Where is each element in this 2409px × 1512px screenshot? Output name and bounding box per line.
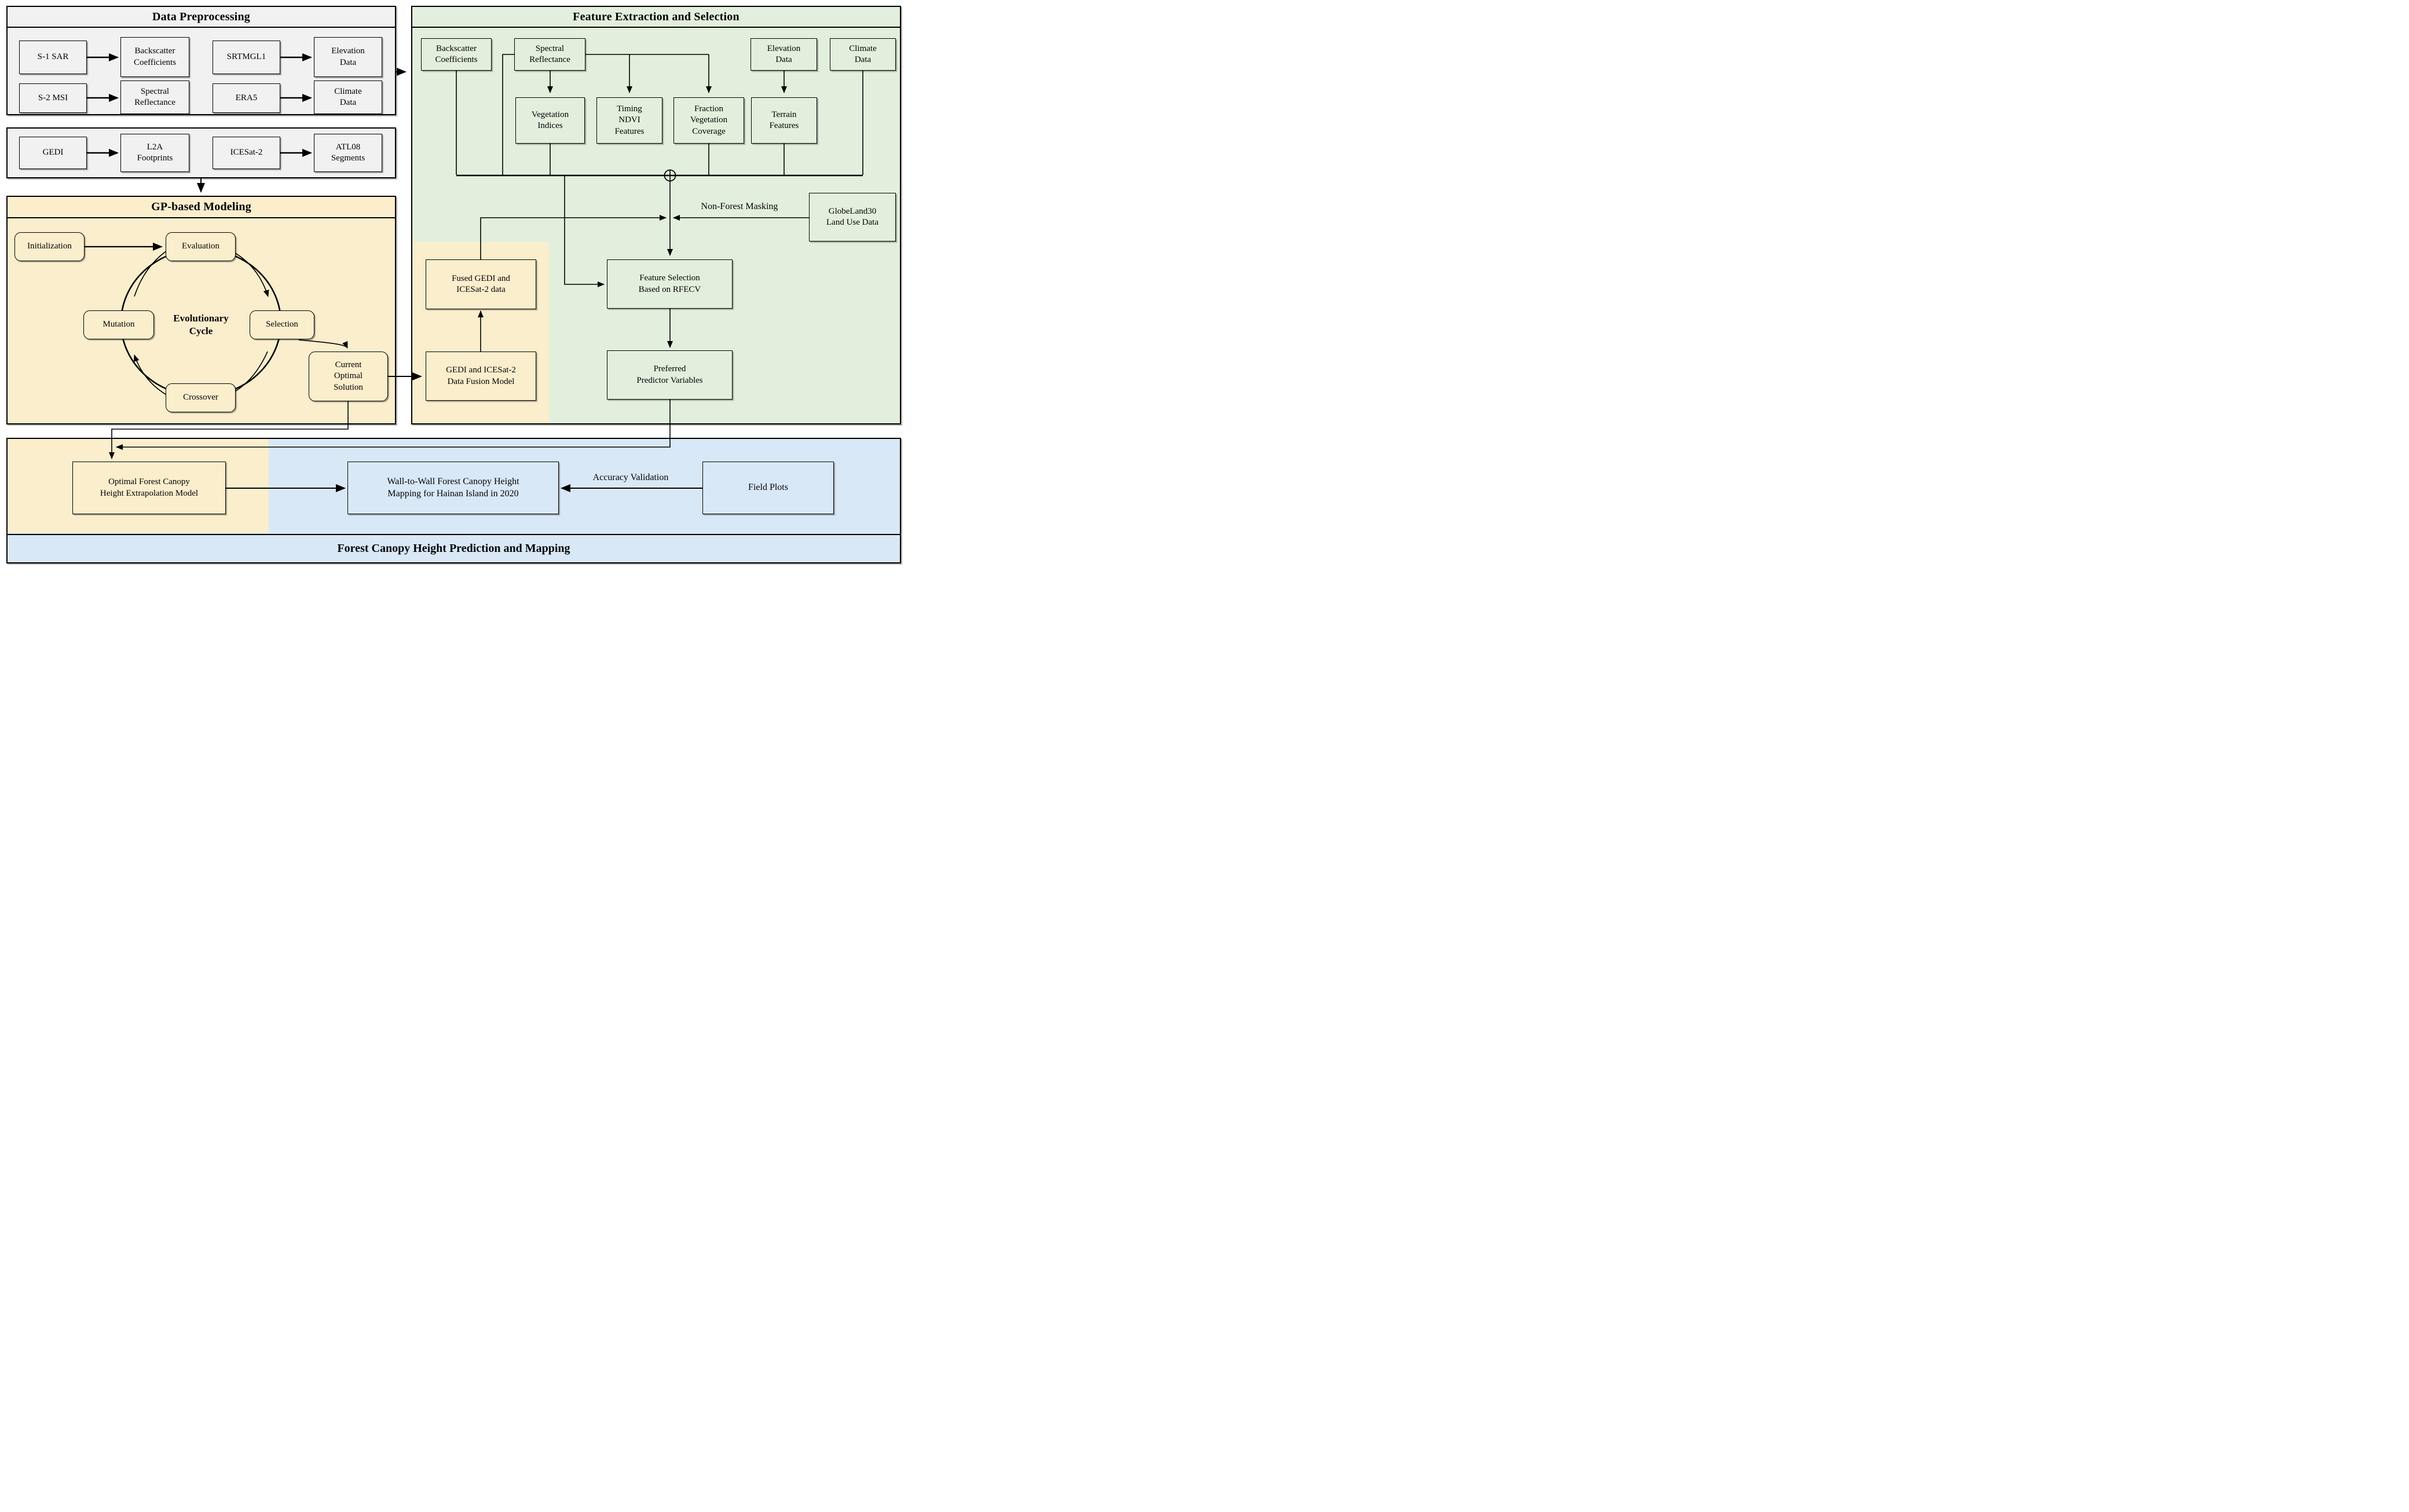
line-preferred-to-extrapolation xyxy=(116,400,671,450)
feature-wiring xyxy=(116,54,863,450)
box-l2a-footprints: L2A Footprints xyxy=(120,134,189,172)
box-climate-data: Climate Data xyxy=(830,38,896,71)
box-backscatter-coefficients: Backscatter Coefficients xyxy=(421,38,492,71)
box-field-plots: Field Plots xyxy=(702,462,834,514)
panel-title-feature-extraction: Feature Extraction and Selection xyxy=(412,7,900,28)
box-timing-ndvi-features: Timing NDVI Features xyxy=(596,97,662,144)
box-icesat2: ICESat-2 xyxy=(213,137,280,169)
box-mutation: Mutation xyxy=(83,310,154,339)
box-climate-data-pre: Climate Data xyxy=(314,80,382,114)
box-era5: ERA5 xyxy=(213,83,280,113)
flowchart-canvas: Data Preprocessing GP-based Modeling Fea… xyxy=(0,0,908,570)
box-spectral-reflectance-pre: Spectral Reflectance xyxy=(120,80,189,114)
box-srtmgl1: SRTMGL1 xyxy=(213,41,280,74)
box-terrain-features: Terrain Features xyxy=(751,97,817,144)
box-selection: Selection xyxy=(250,310,314,339)
box-elevation-data: Elevation Data xyxy=(750,38,817,71)
label-evolutionary-cycle: Evolutionary Cycle xyxy=(173,312,229,336)
box-vegetation-indices: Vegetation Indices xyxy=(515,97,585,144)
box-preferred-predictor-variables: Preferred Predictor Variables xyxy=(607,350,733,400)
box-current-optimal-solution: Current Optimal Solution xyxy=(309,352,388,401)
circled-plus-icon xyxy=(664,169,676,182)
arrow-bus-to-rfecv xyxy=(564,175,605,287)
box-globeland30: GlobeLand30 Land Use Data xyxy=(809,193,896,241)
panel-title-gp-modeling: GP-based Modeling xyxy=(8,197,395,218)
box-optimal-extrapolation-model: Optimal Forest Canopy Height Extrapolati… xyxy=(72,462,226,514)
box-feature-selection-rfecv: Feature Selection Based on RFECV xyxy=(607,259,733,309)
box-gedi: GEDI xyxy=(19,137,87,169)
box-fraction-vegetation-coverage: Fraction Vegetation Coverage xyxy=(673,97,744,144)
box-initialization: Initialization xyxy=(14,232,85,261)
label-non-forest-masking: Non-Forest Masking xyxy=(701,202,778,211)
box-crossover: Crossover xyxy=(166,383,236,412)
arrow-selection-current-optimal xyxy=(298,339,348,349)
preprocessing-arrows xyxy=(87,53,312,157)
label-accuracy-validation: Accuracy Validation xyxy=(592,473,669,482)
box-fused-gedi-icesat2: Fused GEDI and ICESat-2 data xyxy=(426,259,536,309)
box-atl08-segments: ATL08 Segments xyxy=(314,134,382,172)
box-gedi-icesat2-fusion-model: GEDI and ICESat-2 Data Fusion Model xyxy=(426,352,536,401)
panel-title-data-preprocessing: Data Preprocessing xyxy=(8,7,395,28)
box-wall-to-wall-mapping: Wall-to-Wall Forest Canopy Height Mappin… xyxy=(347,462,559,514)
box-s2-msi: S-2 MSI xyxy=(19,83,87,113)
line-optimal-to-extrapolation xyxy=(109,401,349,459)
box-s1-sar: S-1 SAR xyxy=(19,41,87,74)
panel-title-prediction-mapping: Forest Canopy Height Prediction and Mapp… xyxy=(8,534,900,562)
arrow-fused-to-masking xyxy=(480,215,667,259)
box-backscatter-coefficients-pre: Backscatter Coefficients xyxy=(120,37,189,77)
box-evaluation: Evaluation xyxy=(166,232,236,261)
box-spectral-reflectance: Spectral Reflectance xyxy=(514,38,585,71)
box-elevation-data-pre: Elevation Data xyxy=(314,37,382,77)
